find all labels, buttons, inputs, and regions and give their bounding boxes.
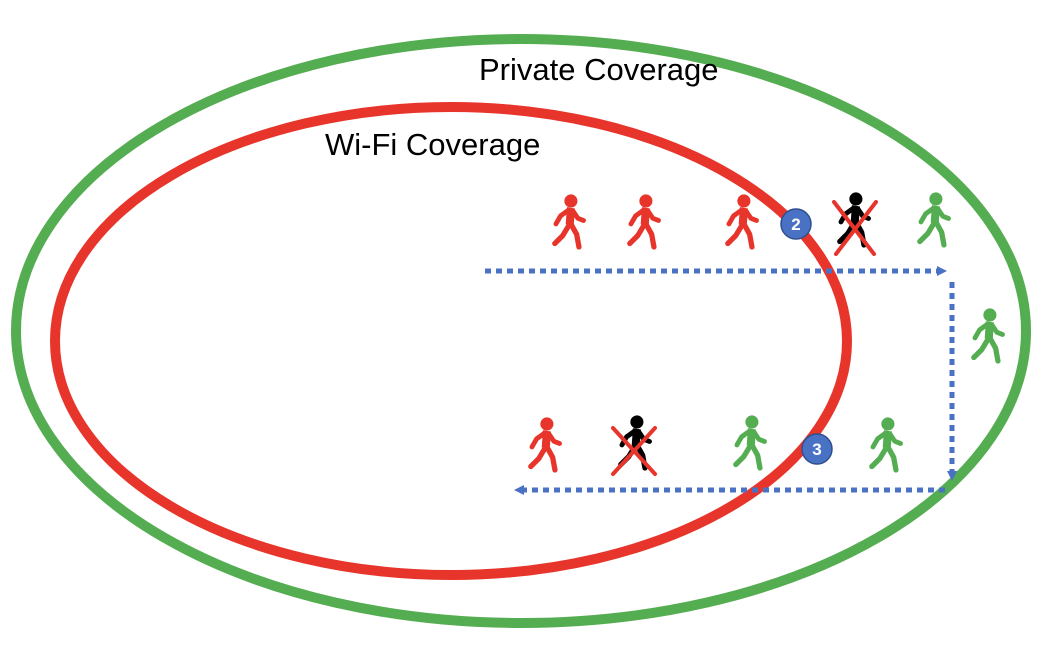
walking-person-icon	[555, 195, 584, 247]
walking-person-icon	[872, 418, 901, 470]
marker-3-label: 3	[812, 440, 821, 459]
walking-person-icon	[920, 193, 949, 245]
walking-person-icon	[974, 309, 1003, 361]
wifi-coverage-ellipse	[50, 102, 852, 580]
wifi-coverage-label: Wi-Fi Coverage	[325, 127, 540, 162]
private-coverage-ellipse	[11, 34, 1031, 628]
cross-out-icon	[611, 426, 657, 476]
walking-person-icon	[531, 418, 560, 470]
walking-person-icon	[630, 195, 659, 247]
movement-path	[485, 266, 957, 495]
cross-out-icon	[832, 200, 878, 256]
marker-2: 2	[780, 208, 812, 240]
marker-3: 3	[801, 433, 833, 465]
marker-2-label: 2	[791, 215, 800, 234]
walking-person-icon	[736, 416, 765, 468]
private-coverage-label: Private Coverage	[479, 52, 719, 87]
walking-person-icon	[728, 195, 757, 247]
